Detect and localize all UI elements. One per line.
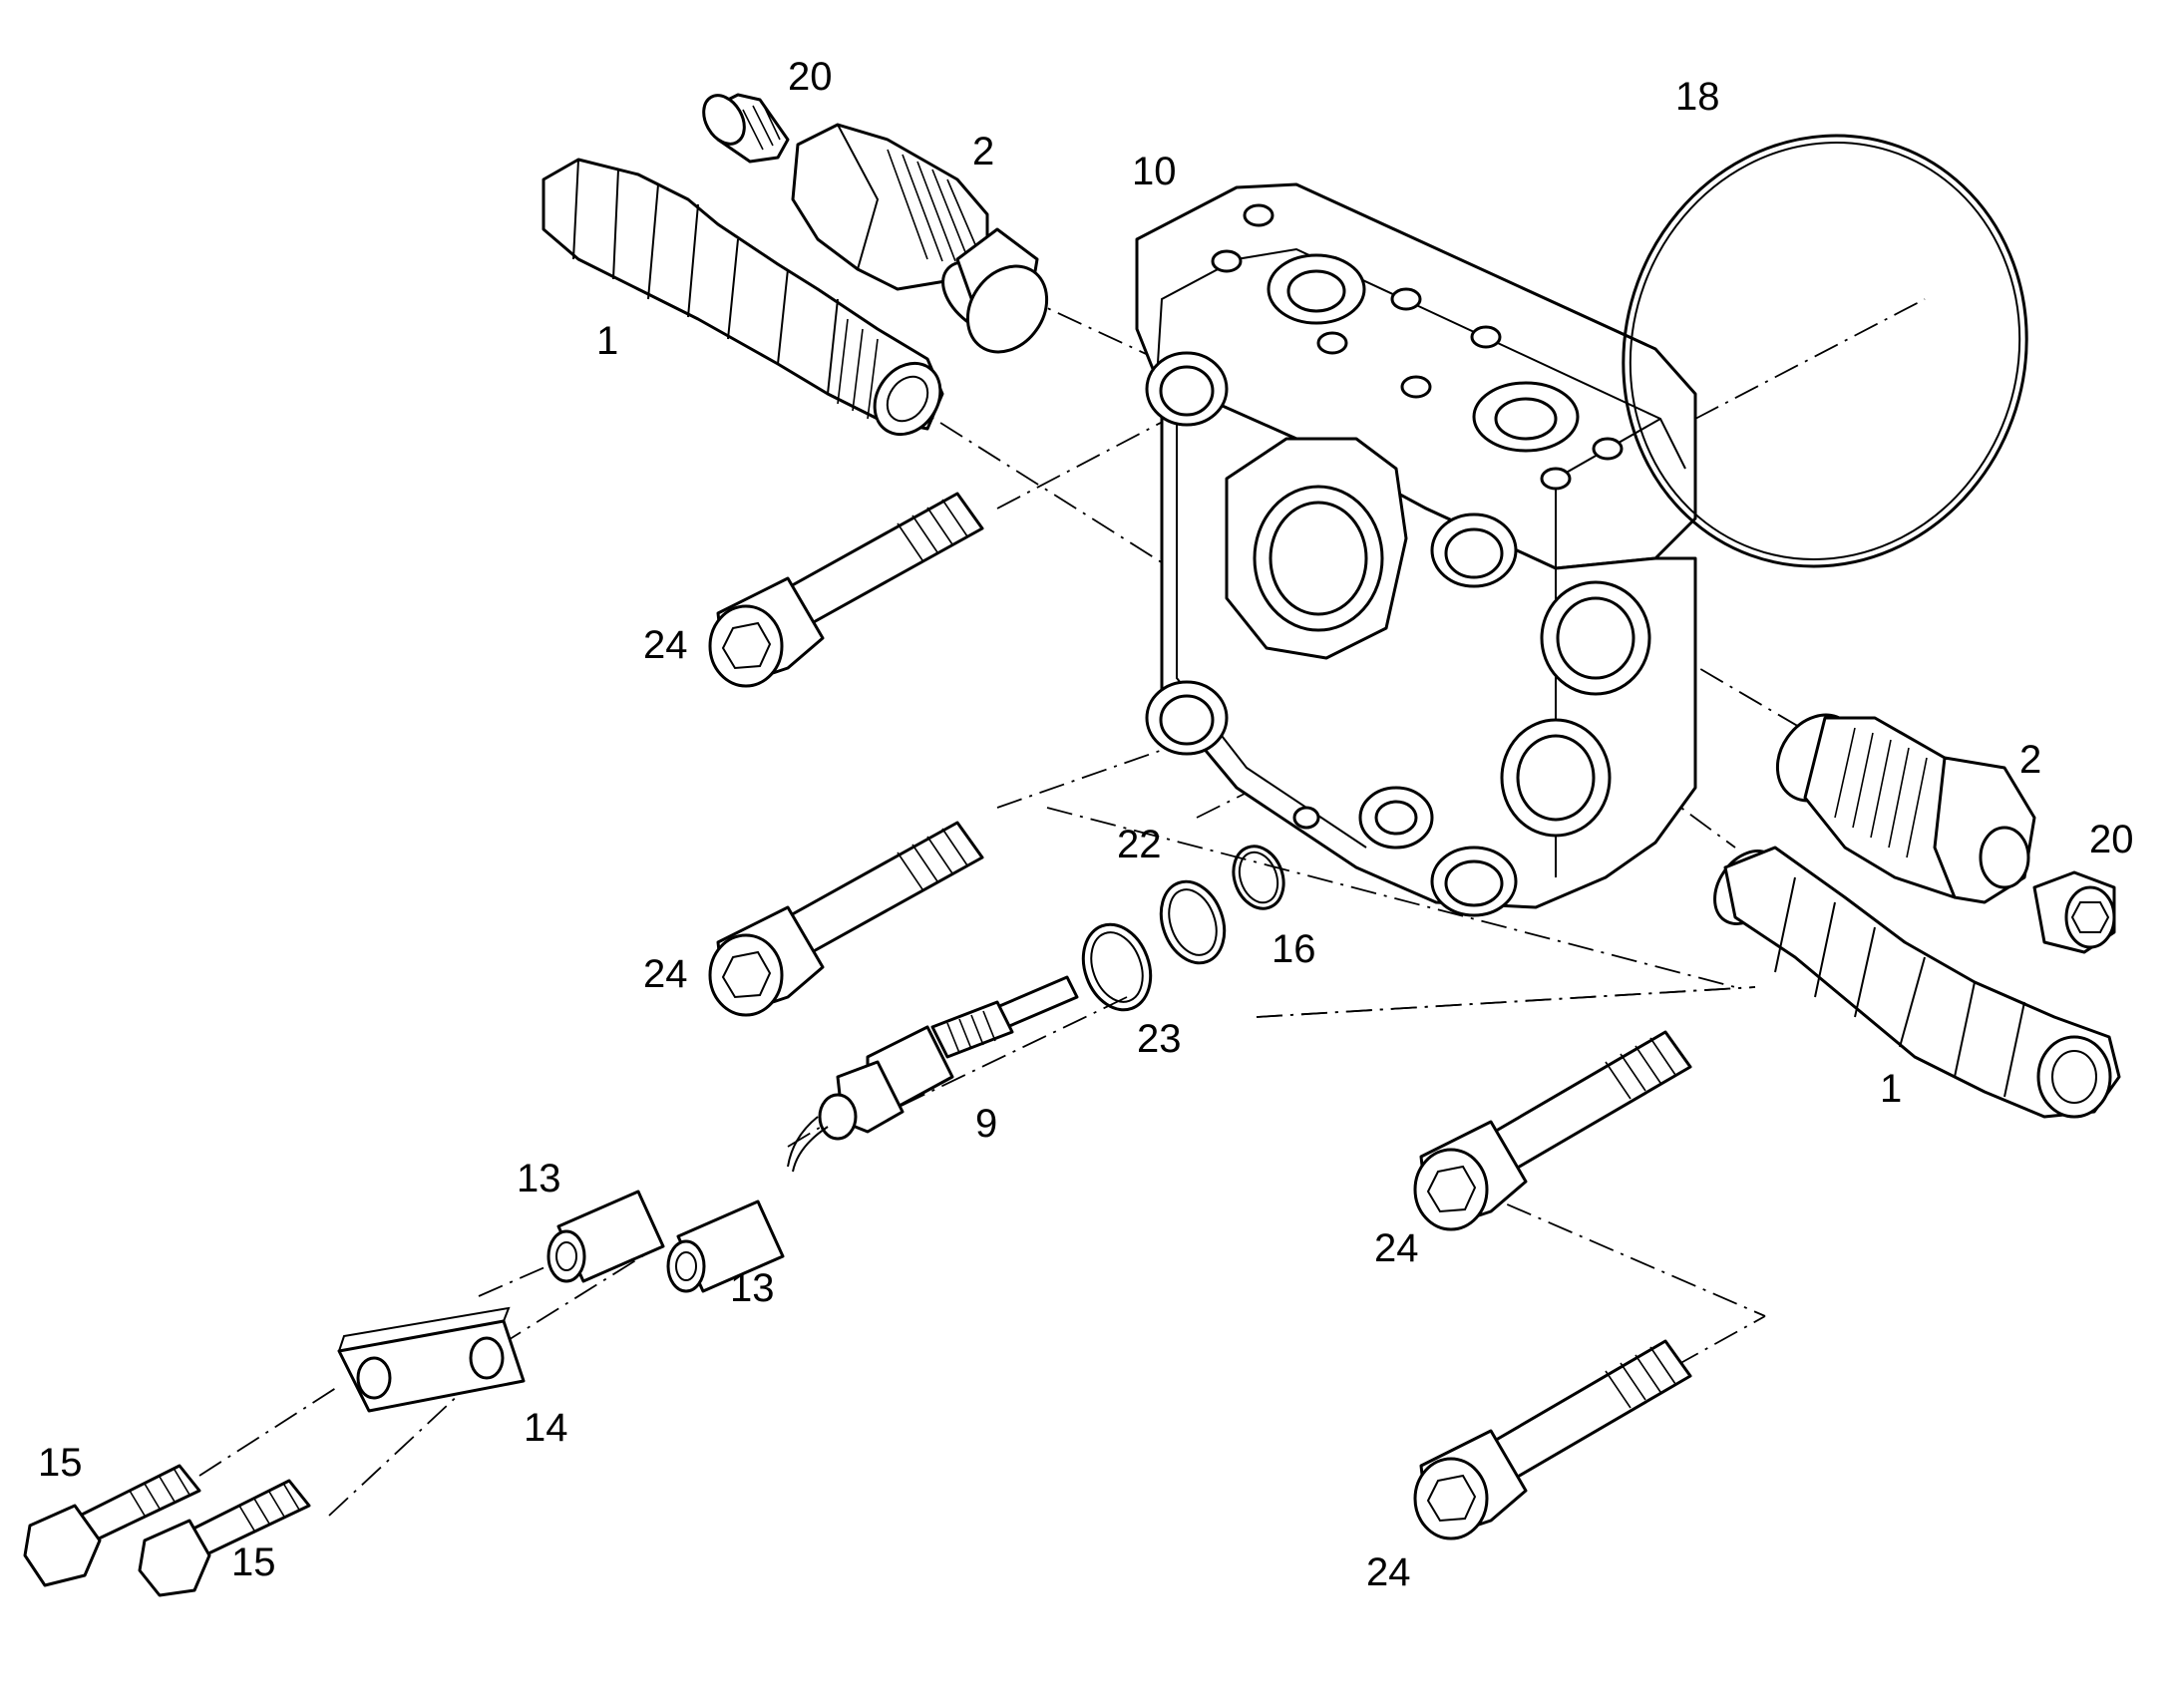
callout-1-right: 1 bbox=[1880, 1067, 1902, 1111]
callout-24-d: 24 bbox=[1366, 1550, 1411, 1594]
valve-block-part-10 bbox=[1135, 182, 1697, 917]
sensor-part-9 bbox=[787, 975, 1079, 1173]
callout-9: 9 bbox=[975, 1102, 997, 1146]
hex-bolt-part-15-a bbox=[23, 1464, 201, 1587]
callout-2-right: 2 bbox=[2019, 738, 2041, 782]
callout-13-a: 13 bbox=[517, 1157, 561, 1200]
callout-22: 22 bbox=[1117, 823, 1162, 866]
callout-18: 18 bbox=[1675, 75, 1720, 119]
callout-23: 23 bbox=[1137, 1017, 1182, 1061]
plug-part-20-right bbox=[2032, 870, 2116, 954]
o-ring-part-18 bbox=[1622, 134, 2028, 568]
callout-1-top: 1 bbox=[596, 319, 618, 363]
cap-screw-part-24-c bbox=[1413, 1030, 1692, 1231]
hex-bolt-part-15-b bbox=[138, 1479, 311, 1597]
cartridge-part-1-right bbox=[1713, 846, 2121, 1119]
cap-screw-part-24-d bbox=[1413, 1339, 1692, 1540]
callout-24-a: 24 bbox=[643, 623, 688, 667]
o-ring-part-22 bbox=[1159, 879, 1227, 965]
callout-13-b: 13 bbox=[730, 1266, 775, 1310]
callout-20-right: 20 bbox=[2089, 818, 2134, 861]
callout-14: 14 bbox=[524, 1406, 568, 1450]
flange-holes bbox=[1211, 203, 1624, 491]
plug-part-20-top bbox=[702, 93, 790, 164]
callout-16: 16 bbox=[1272, 927, 1316, 971]
retaining-ring-part-16 bbox=[1232, 845, 1285, 910]
relief-cartridge-part-2-top bbox=[791, 123, 1049, 354]
callout-10: 10 bbox=[1132, 150, 1177, 193]
relief-cartridge-part-2-right bbox=[1775, 713, 2036, 904]
backup-ring-part-23 bbox=[1081, 922, 1153, 1012]
callout-2-top: 2 bbox=[972, 130, 994, 173]
callout-20-top: 20 bbox=[788, 55, 833, 99]
sleeve-part-13-b bbox=[666, 1199, 785, 1293]
callout-labels: 20 2 18 10 1 24 24 22 16 23 9 13 13 14 1… bbox=[38, 55, 2134, 1594]
cap-screw-part-24-a bbox=[708, 492, 984, 688]
callout-15-a: 15 bbox=[38, 1441, 83, 1485]
callout-15-b: 15 bbox=[231, 1540, 276, 1584]
cap-screw-part-24-b bbox=[708, 821, 984, 1017]
sleeve-part-13-a bbox=[546, 1190, 665, 1283]
callout-24-b: 24 bbox=[643, 952, 688, 996]
callout-24-c: 24 bbox=[1374, 1226, 1419, 1270]
clamp-plate-part-14 bbox=[337, 1306, 526, 1413]
cartridge-part-1-top bbox=[542, 158, 944, 437]
